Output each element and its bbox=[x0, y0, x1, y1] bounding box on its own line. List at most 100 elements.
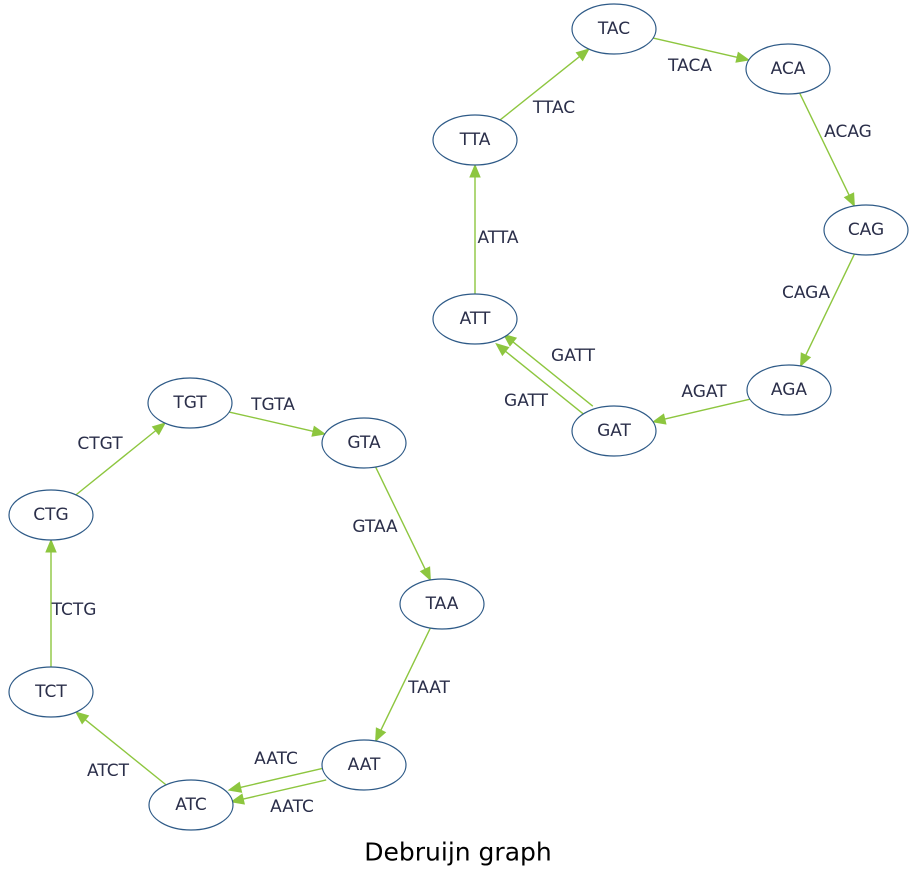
edge-arrowhead bbox=[45, 538, 57, 553]
node-gta: GTA bbox=[321, 417, 407, 469]
edge-arrowhead bbox=[227, 781, 243, 793]
edge-tgt-gta: TGTA bbox=[229, 395, 327, 437]
edge-arrowhead bbox=[800, 352, 812, 368]
edge-gta-taa: GTAA bbox=[352, 466, 431, 582]
edge-arrowhead bbox=[375, 727, 387, 743]
edge-label: GATT bbox=[504, 391, 549, 411]
node-aca: ACA bbox=[745, 43, 831, 95]
edge-line bbox=[799, 92, 850, 196]
edge-line bbox=[653, 37, 738, 58]
edge-label: TCTG bbox=[51, 600, 97, 620]
node-label: CTG bbox=[33, 505, 68, 525]
node-label: TAA bbox=[425, 594, 459, 614]
node-label: TTA bbox=[459, 130, 491, 150]
node-ellipse bbox=[746, 364, 832, 416]
edge-line bbox=[375, 466, 426, 570]
node-att: ATT bbox=[432, 293, 518, 345]
node-label: ATC bbox=[175, 795, 207, 815]
edge-arrowhead bbox=[651, 413, 667, 425]
edge-gat-att: GATT bbox=[502, 333, 594, 411]
node-label: CAG bbox=[848, 220, 884, 240]
edge-aat-atc: AATC bbox=[227, 767, 324, 817]
edge-line bbox=[243, 779, 327, 800]
edge-tac-aca: TACA bbox=[653, 37, 751, 76]
node-label: GAT bbox=[597, 421, 631, 441]
node-taa: TAA bbox=[399, 578, 485, 630]
edge-label: GATT bbox=[551, 346, 596, 366]
edge-line bbox=[229, 411, 314, 432]
node-ellipse bbox=[432, 293, 518, 345]
edge-arrowhead bbox=[419, 566, 431, 582]
node-ctg: CTG bbox=[8, 489, 94, 541]
node-label: ACA bbox=[771, 59, 806, 79]
edge-line bbox=[805, 253, 856, 356]
edge-taa-aat: TAAT bbox=[375, 627, 451, 743]
node-label: AGA bbox=[771, 380, 808, 400]
edge-aat-atc: AATC bbox=[230, 749, 327, 805]
edge-cag-aga: CAGA bbox=[782, 253, 856, 368]
node-label: ATT bbox=[460, 309, 491, 329]
edge-label: GTAA bbox=[352, 517, 398, 537]
edge-gat-att: GATT bbox=[495, 342, 596, 417]
edge-label: ATTA bbox=[477, 228, 518, 248]
edge-line bbox=[84, 719, 167, 786]
edge-line bbox=[380, 627, 431, 731]
edge-label: AATC bbox=[254, 749, 298, 769]
node-ellipse bbox=[823, 204, 909, 256]
node-ellipse bbox=[147, 377, 233, 429]
edge-arrowhead bbox=[735, 51, 751, 63]
node-aga: AGA bbox=[746, 364, 832, 416]
edge-att-tta: ATTA bbox=[469, 163, 519, 294]
node-ellipse bbox=[8, 489, 94, 541]
edge-arrowhead bbox=[151, 422, 167, 436]
node-label: GTA bbox=[347, 433, 381, 453]
edge-ctg-tgt: CTGT bbox=[75, 422, 167, 496]
edge-label: CAGA bbox=[782, 283, 830, 303]
node-tgt: TGT bbox=[147, 377, 233, 429]
node-tct: TCT bbox=[8, 666, 94, 718]
node-ellipse bbox=[321, 739, 407, 791]
edge-aga-gat: AGAT bbox=[651, 382, 751, 425]
edge-label: ACAG bbox=[824, 122, 872, 142]
nodes-layer: TAC ACA CAG AGA GAT ATT TTA TGT GTA TAA AAT ATC TCT C… bbox=[8, 3, 909, 831]
node-ellipse bbox=[745, 43, 831, 95]
edge-arrowhead bbox=[230, 793, 245, 805]
edge-label: CTGT bbox=[77, 434, 123, 454]
edge-line bbox=[664, 398, 751, 420]
edge-arrowhead bbox=[74, 711, 90, 725]
edge-line bbox=[499, 55, 580, 121]
edge-tta-tac: TTAC bbox=[499, 48, 590, 121]
edge-arrowhead bbox=[502, 333, 518, 347]
node-ellipse bbox=[8, 666, 94, 718]
edges-layer: TACAACAGCAGAAGATGATTGATTATTATTACTGTAGTAA… bbox=[45, 37, 872, 817]
node-cag: CAG bbox=[823, 204, 909, 256]
edge-label: TAAT bbox=[407, 678, 450, 698]
edge-arrowhead bbox=[311, 425, 327, 437]
edge-label: TTAC bbox=[532, 98, 575, 118]
edge-line bbox=[75, 430, 157, 496]
node-tac: TAC bbox=[571, 3, 657, 55]
edge-atc-tct: ATCT bbox=[74, 711, 167, 786]
node-ellipse bbox=[571, 405, 657, 457]
node-gat: GAT bbox=[571, 405, 657, 457]
node-atc: ATC bbox=[148, 779, 234, 831]
node-label: TAC bbox=[597, 19, 630, 39]
node-ellipse bbox=[148, 779, 234, 831]
edge-arrowhead bbox=[495, 342, 510, 357]
edge-line bbox=[512, 341, 594, 407]
edge-line bbox=[505, 350, 586, 417]
edge-label: AATC bbox=[270, 797, 314, 817]
edge-arrowhead bbox=[575, 48, 590, 62]
edge-line bbox=[240, 767, 324, 789]
edge-label: TACA bbox=[667, 56, 712, 76]
node-tta: TTA bbox=[432, 114, 518, 166]
node-ellipse bbox=[321, 417, 407, 469]
node-label: TGT bbox=[172, 393, 207, 413]
node-label: AAT bbox=[348, 755, 381, 775]
edge-label: ATCT bbox=[87, 761, 130, 781]
graph-title: Debruijn graph bbox=[364, 838, 552, 867]
edge-aca-cag: ACAG bbox=[799, 92, 872, 208]
node-ellipse bbox=[399, 578, 485, 630]
node-ellipse bbox=[432, 114, 518, 166]
